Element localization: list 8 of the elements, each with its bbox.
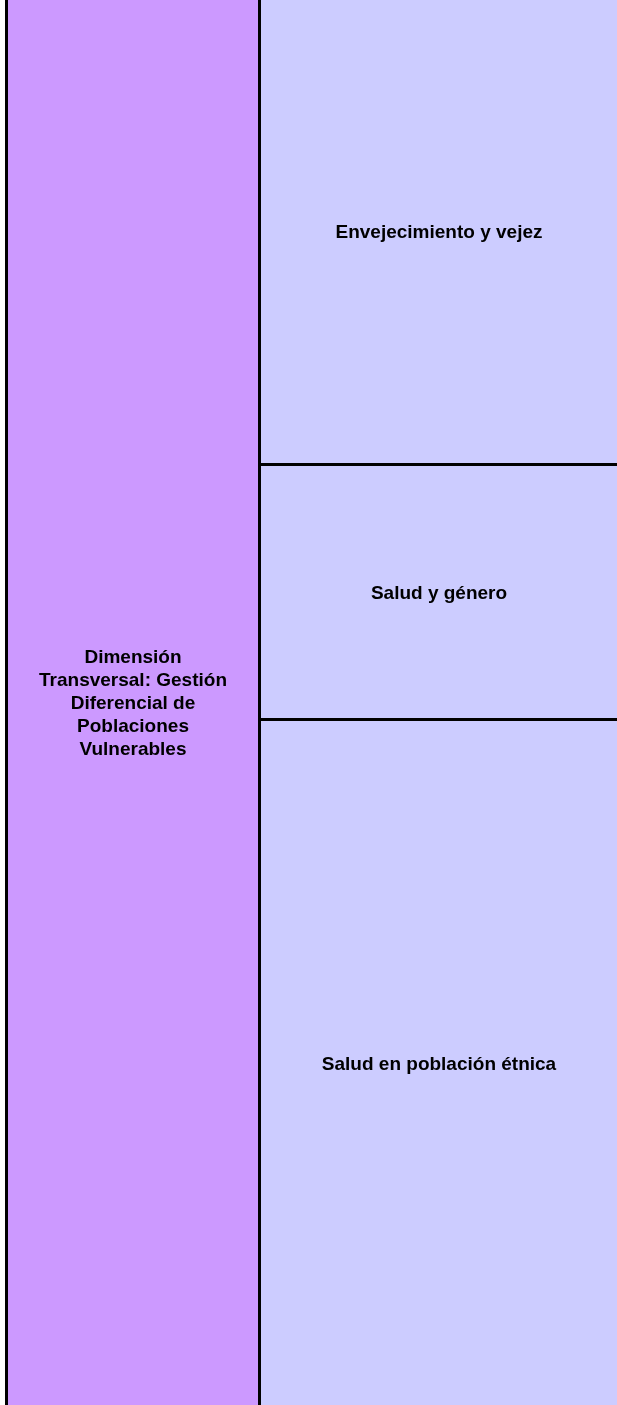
category-label: Salud y género [370, 580, 508, 604]
category-cell [258, 721, 617, 1405]
dimension-title: Dimensión Transversal: Gestión Diferencial de Poblaciones Vulnerables [38, 645, 228, 760]
column-header-cell [5, 0, 258, 1405]
category-label: Envejecimiento y vejez [335, 220, 543, 243]
category-cell [258, 466, 617, 721]
category-cell [258, 0, 617, 466]
category-label: Salud en población étnica [321, 1051, 557, 1075]
